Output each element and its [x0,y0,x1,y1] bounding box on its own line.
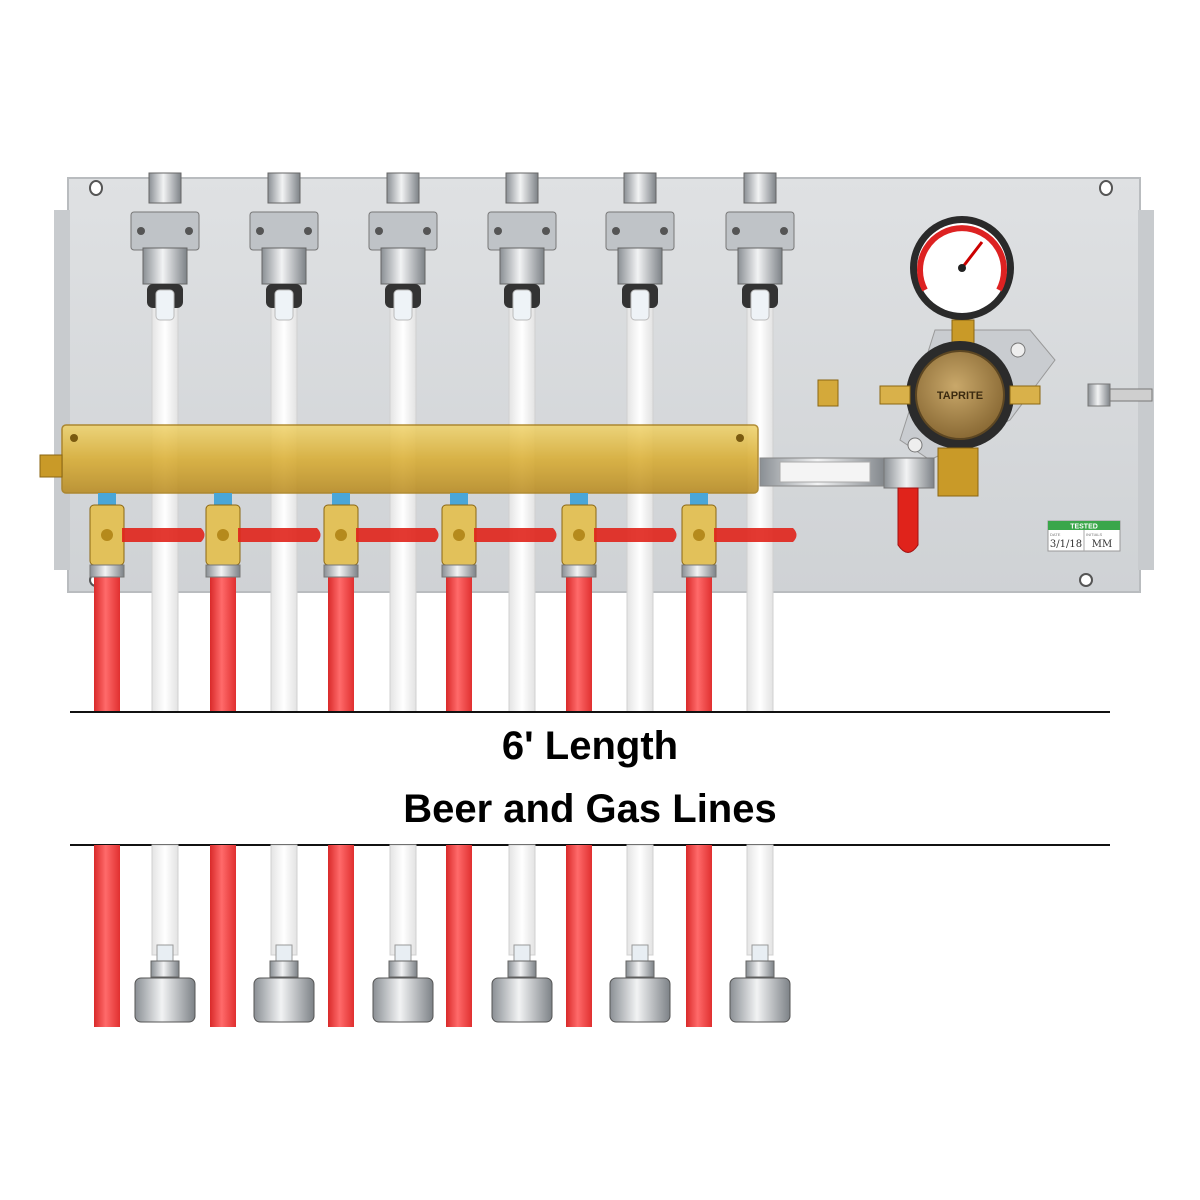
tested-date-label: DATE [1050,532,1061,537]
coupling-nut-icon [372,944,434,1023]
gas-line-tube [328,845,354,1027]
tested-tag: TESTED DATE INITIALS 3/1/18 MM [1047,520,1121,552]
mounting-hole-icon [89,180,103,196]
beer-lines-upper [151,299,774,713]
coupling-nut-icon [134,944,196,1023]
tested-initials-label: INITIALS [1086,532,1103,537]
beer-line-tube [151,299,179,713]
gas-shutoff-valves [89,493,797,566]
hose-clamp-icon [681,564,717,578]
gas-line-tube [686,575,712,712]
ball-valve-icon [205,493,321,566]
ball-valve-icon [323,493,439,566]
shank-fitting-icon [605,172,675,321]
gas-line-tube [446,845,472,1027]
hose-clamp-icon [205,564,241,578]
ball-valve-icon [89,493,205,566]
regulator-shutoff-handle-icon [897,487,919,553]
gas-line-tube [566,845,592,1027]
gas-line-tube [328,575,354,712]
coupling-nut-icon [609,944,671,1023]
beer-line-tube [626,844,654,956]
hose-clamp-icon [89,564,125,578]
beer-line-tube [389,299,417,713]
beer-line-tube [746,299,774,713]
shank-fitting-icon [130,172,200,321]
tested-tag-header: TESTED [1070,524,1098,531]
beer-line-tube [270,844,298,956]
hose-clamp-icon [561,564,597,578]
beer-line-tube [389,844,417,956]
coupling-nut-icon [491,944,553,1023]
gas-line-tube [566,575,592,712]
shank-fitting-icon [368,172,438,321]
gas-line-tube [210,575,236,712]
shank-fitting-icon [725,172,795,321]
ball-valve-icon [561,493,677,566]
caption-lines: Beer and Gas Lines [403,787,777,831]
brass-gas-manifold [39,424,759,494]
shank-fitting-icon [249,172,319,321]
coupling-nut-icon [729,944,791,1023]
co2-regulator: TAPRITE [759,216,1153,553]
caption-length: 6' Length [501,724,679,768]
pressure-gauge-icon [910,216,1014,320]
hose-clamp-icon [441,564,477,578]
regulator-brand-label: TAPRITE [937,390,983,402]
mounting-hole-icon [1079,573,1093,587]
beer-line-tube [270,299,298,713]
hose-clamp-icon [323,564,359,578]
gas-line-tube [446,575,472,712]
tested-initials-value: MM [1092,539,1112,550]
ball-valve-icon [681,493,797,566]
coupling-nut-icon [253,944,315,1023]
beer-line-tube [508,299,536,713]
gas-line-tube [686,845,712,1027]
lower-line-ends [94,844,791,1027]
gas-lines-upper [89,564,717,712]
shank-fitting-icon [487,172,557,321]
beer-line-tube [151,844,179,956]
tested-date-value: 3/1/18 [1050,539,1082,550]
ball-valve-icon [441,493,557,566]
beer-line-tube [746,844,774,956]
gas-line-tube [94,575,120,712]
beer-line-tube [626,299,654,713]
beer-line-tube [508,844,536,956]
gas-line-tube [94,845,120,1027]
gas-line-tube [210,845,236,1027]
beer-shank-fittings [130,172,795,321]
mounting-hole-icon [1099,180,1113,196]
